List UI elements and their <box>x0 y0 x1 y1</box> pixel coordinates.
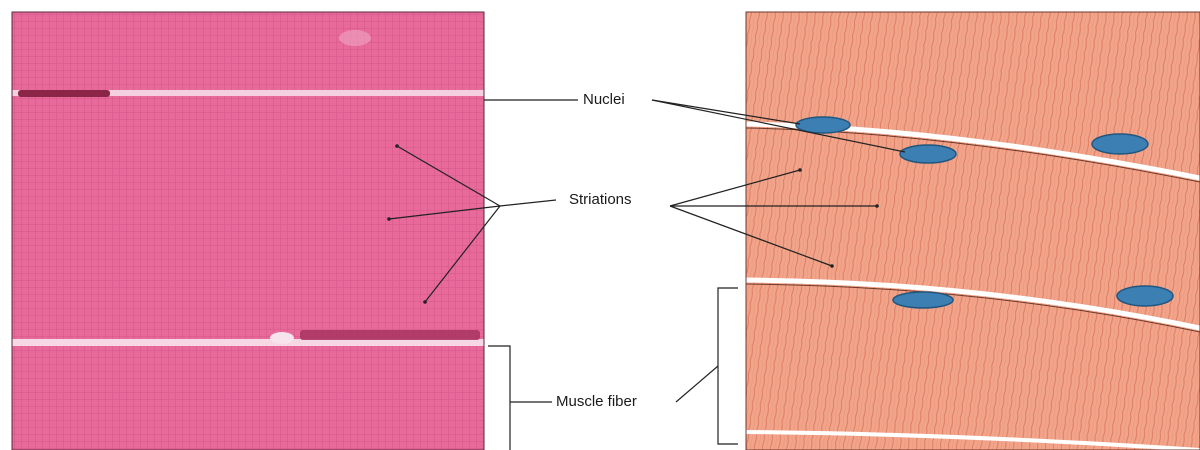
micrograph-bright-spot <box>270 332 294 344</box>
nucleus-icon <box>1092 134 1148 154</box>
micrograph-lower-nucleus <box>300 330 480 340</box>
striations-label: Striations <box>566 191 635 209</box>
muscle-fiber-bracket-left <box>488 346 510 450</box>
nuclei-label: Nuclei <box>580 91 628 109</box>
illustration-striations <box>746 12 1200 450</box>
micrograph-upper-nucleus <box>18 90 110 97</box>
nucleus-icon <box>900 145 956 163</box>
nucleus-icon <box>1117 286 1173 306</box>
illustration-panel <box>746 12 1200 450</box>
muscle-fiber-bracket-right <box>718 288 738 444</box>
nucleus-icon <box>893 292 953 308</box>
micrograph-lower-boundary <box>12 339 484 346</box>
striations-leader-left-hub <box>500 200 556 206</box>
micrograph-texture <box>12 12 484 450</box>
muscle-fiber-leader-right <box>676 366 718 402</box>
micrograph-faint-spot <box>339 30 371 46</box>
nucleus-icon <box>796 117 850 133</box>
micrograph-panel <box>12 12 484 450</box>
muscle-fiber-label: Muscle fiber <box>553 393 640 411</box>
